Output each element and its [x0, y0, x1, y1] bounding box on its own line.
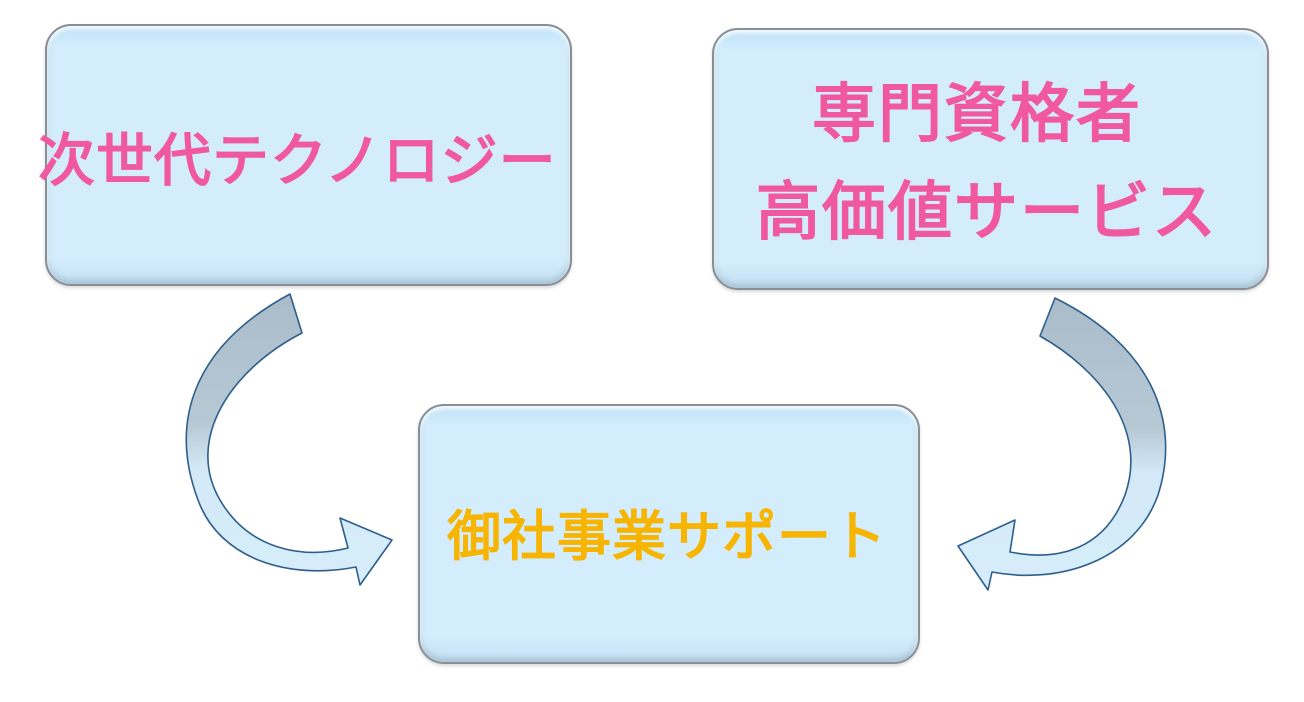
- arrow-right-to-bottom: [957, 297, 1167, 591]
- node-box-business-support: [418, 404, 920, 664]
- node-label-certified-experts-line1: 専門資格者: [812, 78, 1142, 152]
- node-label-business-support: 御社事業サポート: [447, 505, 887, 568]
- node-box-next-gen-technology: [45, 24, 572, 286]
- node-label-next-gen-technology: 次世代テクノロジー: [38, 128, 557, 194]
- node-label-certified-experts-line2: 高価値サービス: [756, 176, 1218, 250]
- node-box-certified-experts: [712, 28, 1269, 290]
- arrow-left-to-bottom: [185, 293, 393, 586]
